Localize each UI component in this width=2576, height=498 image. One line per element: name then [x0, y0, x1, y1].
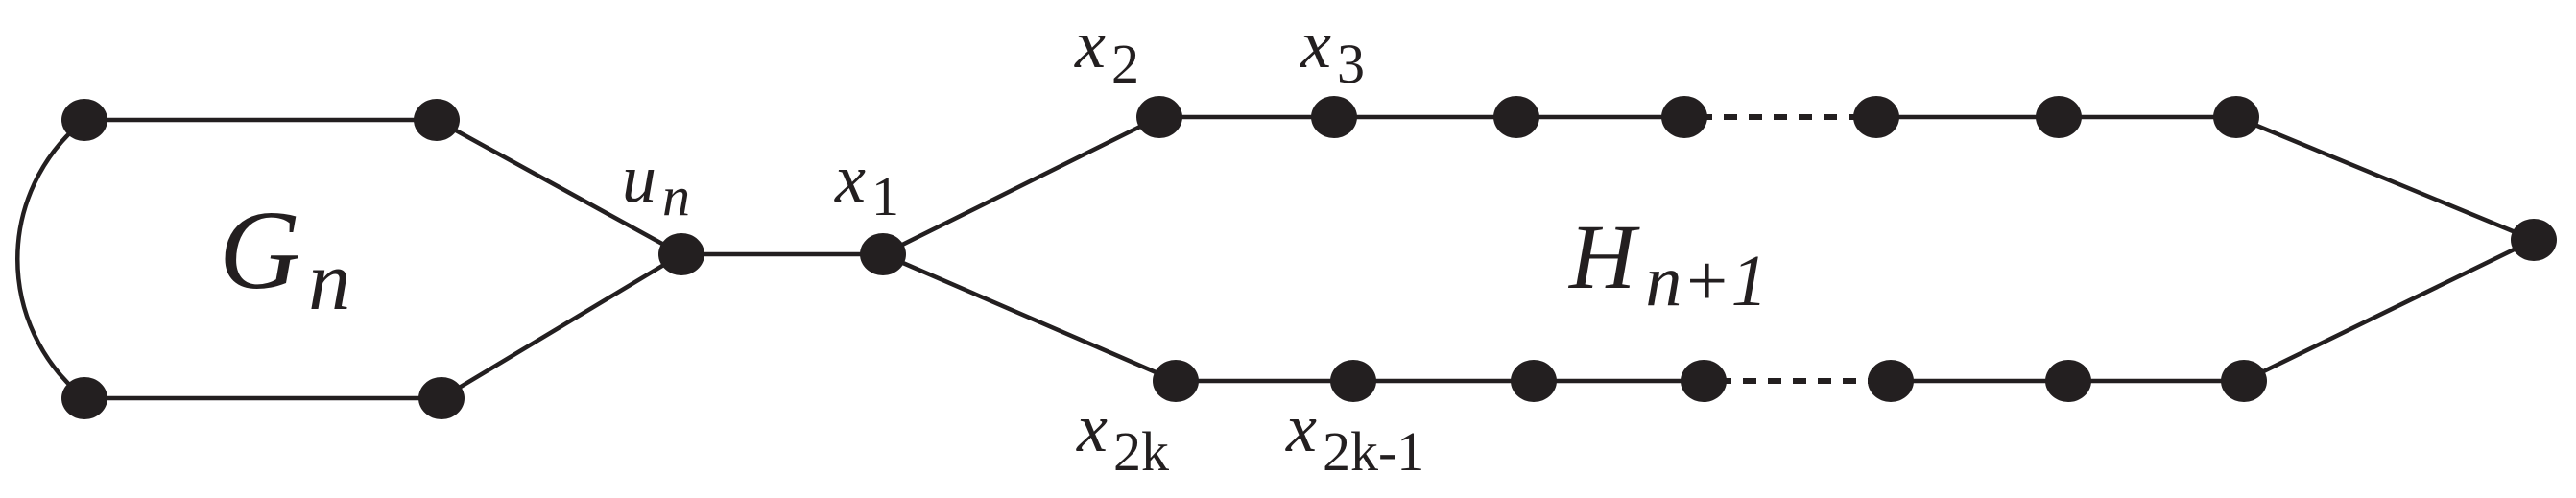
label-g-n: Gn [219, 187, 350, 328]
vertex-x1 [860, 233, 906, 275]
edge-g-bottom-to-un [439, 251, 684, 401]
vertex-bottom-8 [2221, 360, 2267, 402]
vertex-top-4 [1493, 96, 1539, 138]
vertex-right [2511, 219, 2557, 261]
vertex-un [658, 233, 704, 275]
vertex-x3 [1311, 96, 1357, 138]
vertex-bottom-7 [2045, 360, 2091, 402]
vertex-top-5 [1661, 96, 1707, 138]
vertices [61, 96, 2557, 419]
vertex-g-bottom-left [61, 377, 107, 419]
edges-g [15, 117, 886, 401]
edge-x1-x2 [880, 114, 1162, 257]
vertex-x2k-1 [1330, 360, 1376, 402]
vertex-top-8 [2213, 96, 2259, 138]
edge-top-to-right [2233, 114, 2537, 243]
vertex-g-top-left [61, 99, 107, 141]
edge-bottom-to-right [2241, 237, 2537, 384]
vertex-g-top-right [414, 99, 460, 141]
vertex-x2 [1136, 96, 1182, 138]
edge-g-arc [15, 117, 87, 401]
vertex-top-6 [1853, 96, 1899, 138]
edge-x1-x2k [880, 251, 1179, 384]
vertex-bottom-5 [1681, 360, 1727, 402]
vertex-bottom-4 [1511, 360, 1557, 402]
vertex-top-7 [2036, 96, 2082, 138]
edge-g-top-to-un [434, 117, 684, 257]
edges-h [880, 114, 2537, 384]
vertex-g-bottom-right [418, 377, 465, 419]
vertex-x2k [1153, 360, 1199, 402]
vertex-bottom-6 [1868, 360, 1914, 402]
